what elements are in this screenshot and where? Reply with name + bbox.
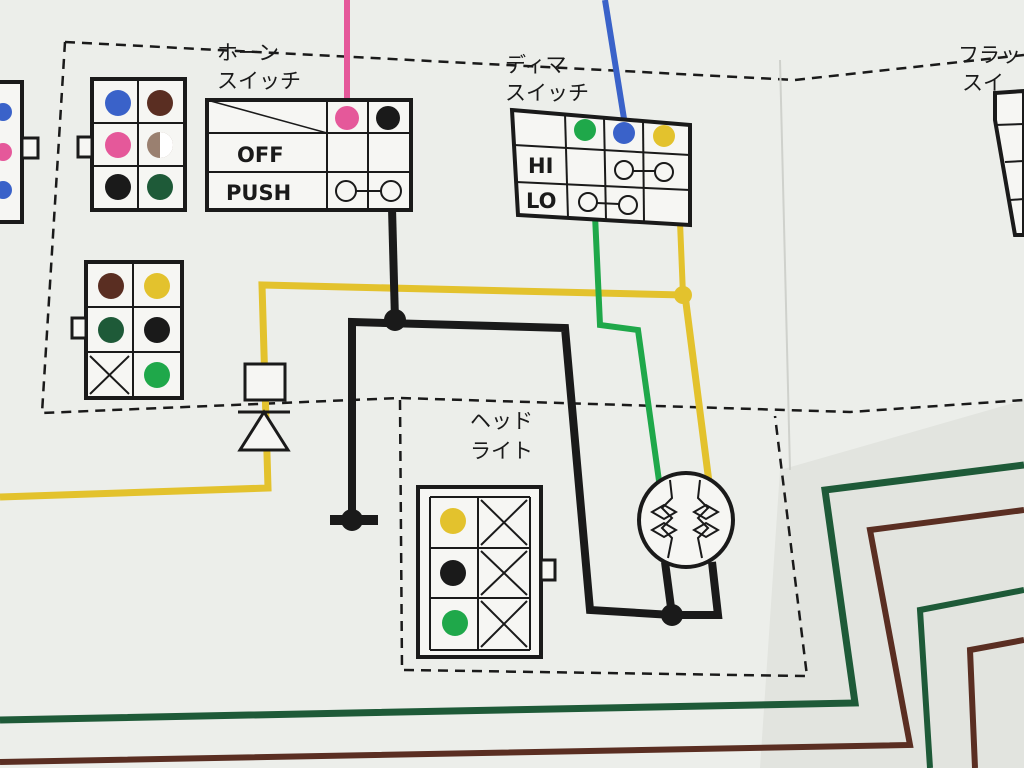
flasher-switch-label-line1: フラッ [958,43,1021,67]
headlight-connector [416,485,557,659]
wire-black-main [348,317,673,619]
wire-dark-green-loom [0,461,1024,724]
wire-green-loom [916,587,1024,768]
connector-6pin [76,77,187,212]
dimmer-switch-lo: LO [526,189,557,213]
page-fold [779,59,791,471]
flasher-switch-table [993,88,1024,237]
ground-terminal-cap [330,515,378,525]
horn-switch-off: OFF [237,143,284,167]
headlight-label-line1: ヘッド [470,409,533,433]
wire-yellow [0,281,714,501]
yellow-junction [674,286,692,304]
wire-brown-loom [0,507,1024,765]
wire-blue [602,0,628,126]
horn-switch-label-line2: スイッチ [217,69,301,93]
bulb-ground-junction [661,604,683,626]
fuse-symbol [237,362,291,452]
left-edge-connector [0,80,40,224]
dimmer-switch-hi: HI [528,154,553,178]
horn-switch-push: PUSH [226,181,291,205]
connector-6pin-lower [70,260,184,400]
dimmer-switch-label-line1: ディマ [505,53,567,77]
wire-yellow-dimmer [677,221,686,296]
headlight-label-line2: ライト [470,439,533,463]
wire-green [592,214,663,489]
wire-black-horn [388,207,399,321]
horn-switch-table [205,98,413,212]
ground-junction [384,309,406,331]
wire-brown-loom-2 [966,637,1024,768]
headlight-boundary [398,399,809,678]
headlight-bulb [637,471,735,569]
horn-switch-label-line1: ホーン [217,41,279,65]
wire-black-bulb [661,561,723,619]
dimmer-switch-table [509,107,692,228]
dimmer-switch-label-line2: スイッチ [505,81,589,105]
switch-group-boundary [40,40,1024,415]
